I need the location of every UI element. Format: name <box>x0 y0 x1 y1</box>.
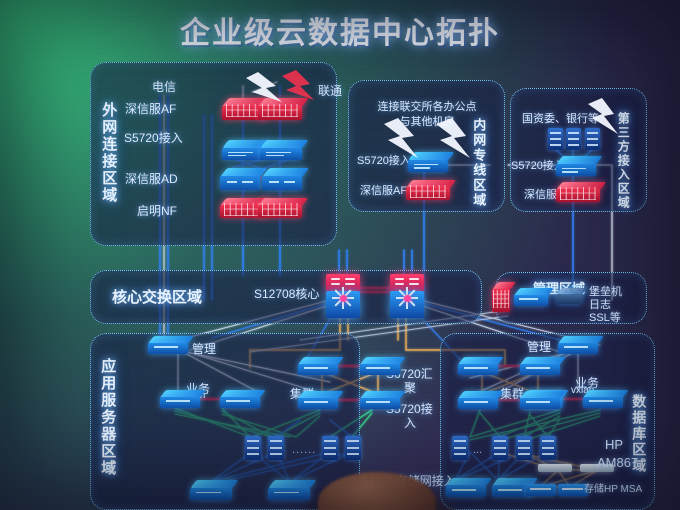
label-intranet-firewall: 深信服AF <box>360 185 408 197</box>
device-app-server-2 <box>268 436 284 460</box>
device-app-server-4 <box>345 436 361 460</box>
label-hp-model-1: HP <box>605 437 624 452</box>
label-mgmt-item-2: 日志 <box>589 299 611 311</box>
label-ext-row-s5720: S5720接入 <box>124 131 183 145</box>
device-db-storage-switch-left <box>446 478 493 497</box>
device-thirdparty-firewall <box>556 182 607 202</box>
device-db-leaf-switch-left <box>458 391 504 409</box>
device-hp-server-left <box>538 464 572 472</box>
label-app-mgmt: 管理 <box>192 342 217 356</box>
label-aggregation-2: 聚 <box>404 381 417 395</box>
zone-app-server-label: 应用服务器区域 <box>99 358 117 477</box>
device-intranet-switch <box>408 152 455 172</box>
device-firewall-af-left <box>222 98 273 120</box>
device-intranet-firewall <box>406 180 457 200</box>
page-title: 企业级云数据中心拓扑 <box>180 17 500 50</box>
label-mgmt-item-1: 堡垒机 <box>589 286 622 298</box>
label-thirdparty-access: S5720接入 <box>511 160 565 172</box>
label-ext-row-ad: 深信服AD <box>125 172 178 186</box>
label-app-server-ellipsis: ...... <box>292 444 317 456</box>
device-firewall-af-right <box>258 98 309 120</box>
device-firewall-nf-right <box>258 198 309 218</box>
device-db-leaf-switch-right <box>520 391 566 409</box>
device-app-leaf-switch-right <box>360 391 406 409</box>
device-db-server-3 <box>516 436 532 460</box>
device-firewall-nf-left <box>220 198 271 218</box>
device-db-vxlan-switch-right <box>583 390 629 408</box>
device-hp-server-right <box>580 464 614 472</box>
label-ext-row-af: 深信服AF <box>125 102 177 116</box>
device-db-agg-switch-right <box>520 357 566 375</box>
device-thirdparty-server-1 <box>548 128 563 150</box>
label-ext-row-nf: 启明NF <box>137 204 177 218</box>
device-ad-right <box>262 168 310 190</box>
label-isp-telecom: 电信 <box>152 80 177 94</box>
label-isp-unicom: 联通 <box>318 84 343 98</box>
device-app-agg-switch-left <box>298 357 344 375</box>
device-db-server-2 <box>492 436 508 460</box>
device-app-storage-switch-left <box>190 480 239 500</box>
zone-intranet-line-label: 内网专线区域 <box>471 118 487 208</box>
device-ad-left <box>220 168 268 190</box>
device-app-leaf-switch-left <box>298 391 344 409</box>
zone-core-switching-label: 核心交换区域 <box>112 289 203 306</box>
label-intranet-caption-2: 与其他机房 <box>399 116 455 128</box>
device-storage-msa-right <box>558 484 588 496</box>
device-app-mgmt-switch <box>148 336 194 354</box>
device-app-agg-switch-right <box>360 357 406 375</box>
device-app-vxlan-switch-left <box>160 390 206 408</box>
label-hp-model-2: AM867 <box>597 455 639 470</box>
label-storage-msa: 存储HP MSA <box>584 484 643 495</box>
device-mgmt-firewall <box>492 282 517 312</box>
device-db-server-4 <box>540 436 556 460</box>
device-switch-s5720-left <box>222 140 271 160</box>
device-storage-msa-left <box>526 484 556 496</box>
device-app-server-3 <box>322 436 338 460</box>
device-core-switch-left <box>326 274 360 318</box>
label-mgmt-item-3: SSL等 <box>589 312 621 324</box>
device-mgmt-appliance <box>556 288 588 304</box>
device-app-server-1 <box>245 436 261 460</box>
zone-external-connect-label: 外网连接区域 <box>100 102 118 204</box>
device-db-server-1 <box>452 436 468 460</box>
zone-database-label: 数据库区域 <box>631 394 648 474</box>
device-mgmt-switch <box>514 288 554 306</box>
label-db-cluster: 集群 <box>500 387 525 401</box>
label-center-access-2: 入 <box>404 416 417 430</box>
label-intranet-caption-1: 连接联交所各办公点 <box>377 101 477 113</box>
device-thirdparty-server-2 <box>566 128 581 150</box>
device-db-agg-switch-left <box>458 357 504 375</box>
device-app-vxlan-switch-right <box>220 390 266 408</box>
device-app-storage-switch-right <box>268 480 317 500</box>
label-db-biz-1: 业务 <box>575 376 600 390</box>
device-switch-s5720-right <box>260 140 309 160</box>
device-core-switch-right <box>390 274 424 318</box>
label-thirdparty-caption: 国资委、银行等 <box>522 113 599 125</box>
device-db-mgmt-switch <box>558 336 604 354</box>
label-intranet-access: S5720接入 <box>357 155 411 167</box>
device-thirdparty-server-3 <box>585 128 600 150</box>
label-db-server-ellipsis: ... <box>473 444 483 456</box>
device-db-storage-switch-right <box>492 478 539 497</box>
label-core-device: S12708核心 <box>254 287 320 301</box>
label-db-mgmt: 管理 <box>527 340 552 354</box>
zone-thirdparty-access-label: 第三方接入区域 <box>616 112 631 210</box>
label-db-biz-2: vxlan <box>571 385 595 396</box>
device-thirdparty-switch <box>556 156 603 176</box>
